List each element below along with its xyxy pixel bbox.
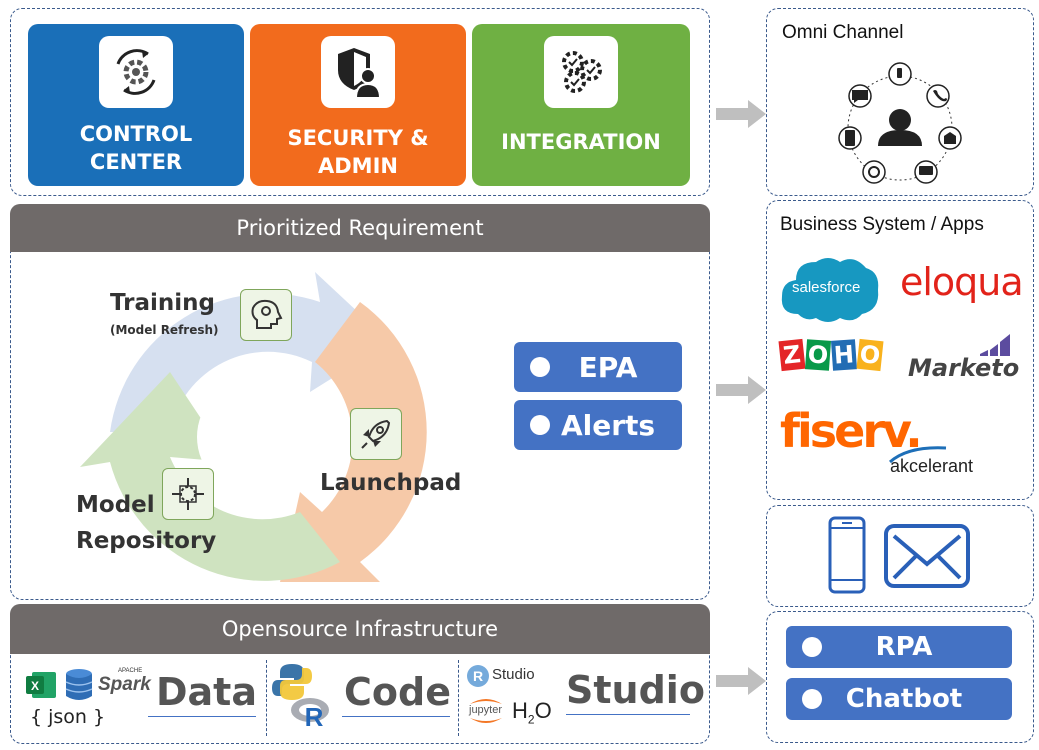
arrow-right-icon [716, 100, 766, 128]
studio-label: Studio [566, 668, 705, 712]
model-label-2: Repository [76, 528, 217, 554]
omni-channel-diagram [838, 62, 962, 184]
automation-panel [766, 611, 1034, 743]
h2o-sub: 2 [527, 712, 535, 727]
excel-icon: X [26, 672, 56, 698]
gear-cycle-icon [99, 36, 173, 108]
opensource-header: Opensource Infrastructure [10, 604, 710, 654]
security-admin-label-2: ADMIN [318, 154, 398, 178]
rstudio-icon: R [467, 665, 489, 687]
json-label: { json } [30, 706, 106, 728]
security-admin-tile[interactable]: SECURITY & ADMIN [250, 24, 466, 186]
model-label-1: Model [76, 492, 155, 518]
model-arc [80, 372, 340, 581]
radio-dot-icon [802, 689, 822, 709]
training-label: Training [110, 290, 216, 316]
radio-dot-icon [802, 637, 822, 657]
jupyter-icon [470, 699, 502, 723]
modules-panel [10, 8, 710, 196]
integration-tile[interactable]: INTEGRATION [472, 24, 690, 186]
zoho-letter: Z [778, 338, 806, 372]
launchpad-label: Launchpad [320, 470, 462, 496]
shield-user-icon [321, 36, 395, 108]
security-admin-label-1: SECURITY & [287, 126, 429, 150]
rpa-label: RPA [875, 632, 933, 662]
integration-label: INTEGRATION [501, 130, 661, 154]
rpa-button[interactable]: RPA [786, 626, 1012, 668]
svg-text:X: X [31, 679, 39, 693]
radio-dot-icon [530, 415, 550, 435]
studio-underline [566, 714, 690, 715]
arrow-right-icon [716, 667, 766, 695]
epa-button[interactable]: EPA [514, 342, 682, 392]
spark-logo: Spark [98, 674, 151, 695]
control-center-label-2: CENTER [89, 150, 183, 174]
training-sublabel: (Model Refresh) [110, 323, 219, 337]
jupyter-label: jupyter [469, 704, 503, 716]
launchpad-rocket-icon [350, 408, 402, 460]
h2o-o: O [534, 698, 552, 723]
salesforce-label: salesforce [792, 279, 861, 296]
marketo-bars-icon [980, 334, 1010, 356]
rstudio-label: Studio [492, 666, 535, 683]
code-label: Code [344, 670, 451, 714]
data-underline [148, 716, 256, 717]
eloqua-logo: eloqua [900, 260, 1024, 304]
zoho-logo: Z O H O [778, 338, 884, 372]
control-center-tile[interactable]: CONTROL CENTER [28, 24, 244, 186]
zoho-letter: H [830, 339, 858, 371]
alerts-label: Alerts [560, 408, 656, 442]
divider [266, 660, 267, 736]
zoho-letter: O [856, 338, 884, 372]
business-apps-title: Business System / Apps [780, 214, 984, 235]
chatbot-label: Chatbot [845, 684, 963, 714]
akcelerant-swoosh-icon [889, 446, 947, 464]
epa-label: EPA [578, 350, 638, 384]
spark-apache-label: APACHE [118, 668, 143, 674]
svg-text:R: R [305, 702, 324, 730]
mobile-phone-icon [828, 516, 866, 594]
model-repository-icon [162, 468, 214, 520]
akcelerant-logo: akcelerant [890, 456, 974, 476]
training-icon [240, 289, 292, 341]
email-envelope-icon [884, 524, 970, 588]
radio-dot-icon [530, 357, 550, 377]
omni-channel-panel [766, 8, 1034, 196]
alerts-button[interactable]: Alerts [514, 400, 682, 450]
zoho-letter: O [804, 339, 832, 371]
h2o-label: H2O [512, 698, 552, 726]
business-apps-panel [766, 200, 1034, 500]
fiserv-logo: fiserv. [780, 404, 923, 458]
h2o-h: H [512, 698, 528, 723]
control-center-label-1: CONTROL [79, 122, 193, 146]
code-underline [342, 716, 450, 717]
arrow-right-icon [716, 376, 766, 404]
gears-icon [544, 36, 618, 108]
prioritized-header: Prioritized Requirement [10, 204, 710, 252]
data-label: Data [156, 670, 257, 714]
r-language-icon: R [291, 698, 329, 730]
database-icon [65, 669, 93, 700]
python-icon [272, 664, 312, 700]
marketo-logo: Marketo [908, 354, 1020, 382]
devices-panel [766, 505, 1034, 607]
salesforce-logo [781, 258, 879, 322]
svg-text:R: R [473, 668, 483, 684]
omni-channel-title: Omni Channel [782, 22, 904, 43]
divider [458, 660, 459, 736]
chatbot-button[interactable]: Chatbot [786, 678, 1012, 720]
